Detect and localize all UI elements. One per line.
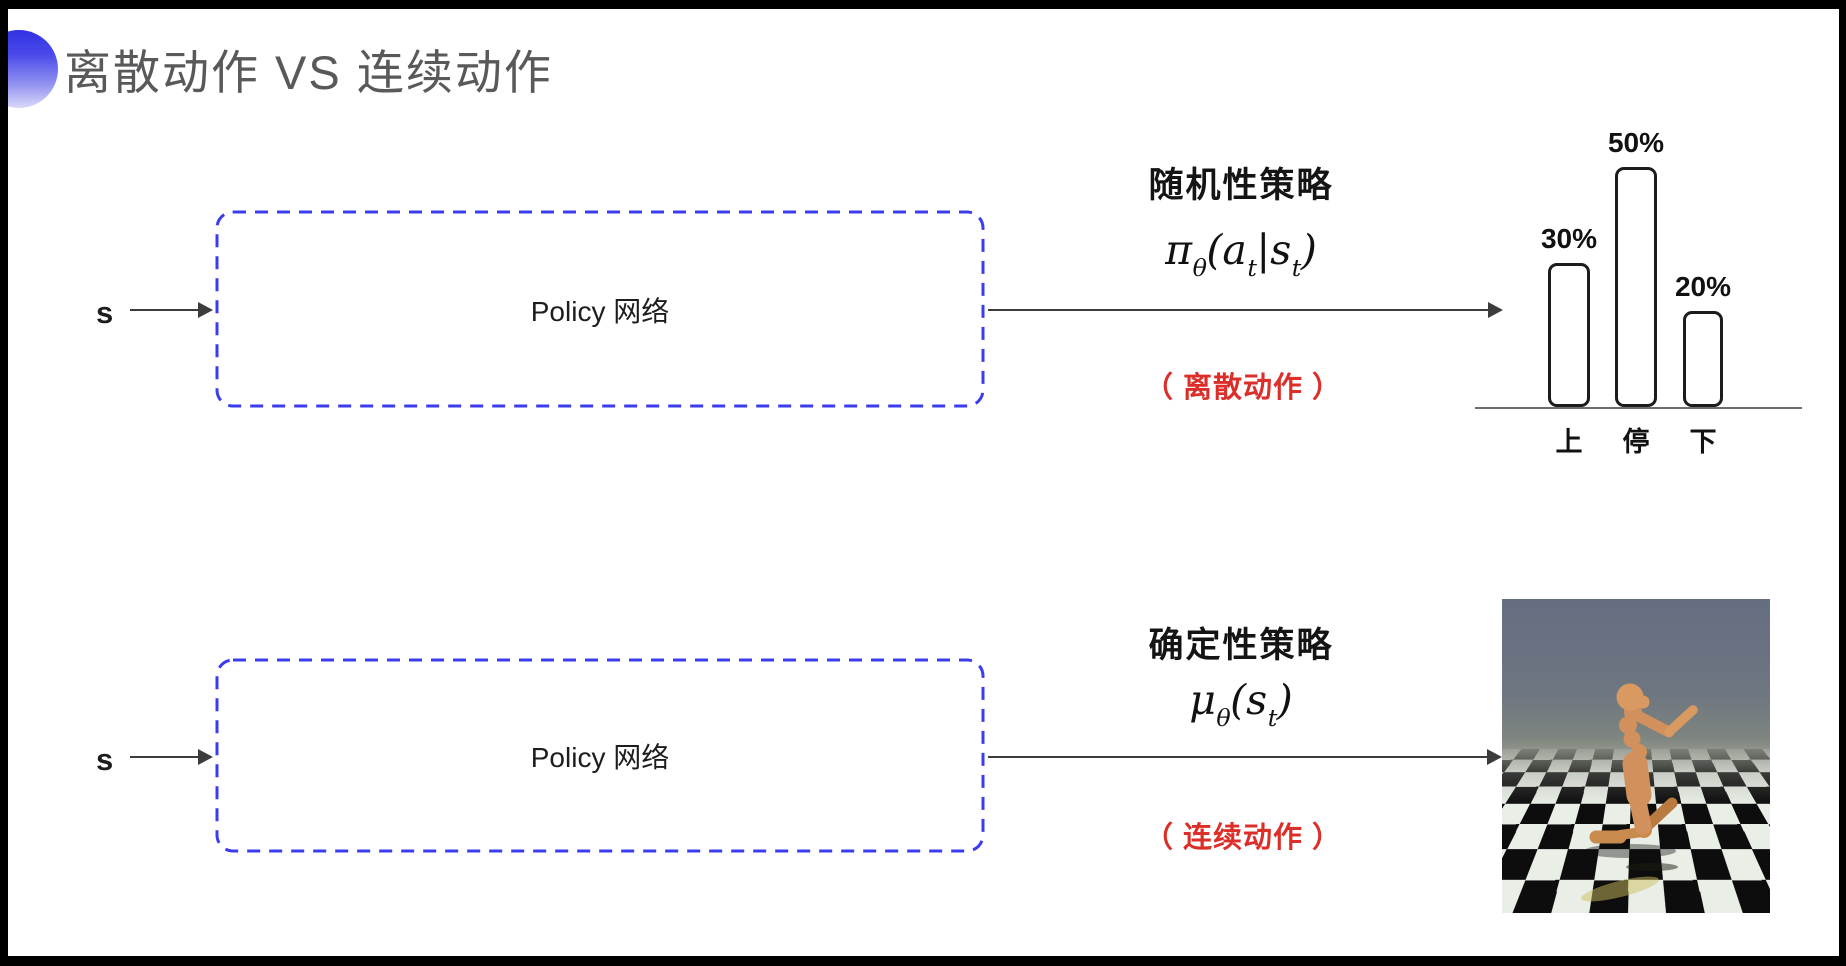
chart-bar-down bbox=[1683, 311, 1723, 407]
formula-state-arg: s bbox=[1246, 676, 1268, 724]
output-arrow-top bbox=[988, 302, 1503, 318]
policy-network-box-top bbox=[215, 210, 985, 408]
chart-value-label-up: 30% bbox=[1540, 223, 1598, 254]
page-title: 离散动作 VS 连续动作 bbox=[64, 46, 553, 99]
stochastic-policy-name: 随机性策略 bbox=[1148, 166, 1334, 205]
policy-network-label-bottom: Policy 网络 bbox=[530, 742, 670, 773]
formula-state-subscript: t bbox=[1267, 704, 1278, 733]
humanoid-robot-image bbox=[1502, 599, 1770, 913]
formula-open-paren: ( bbox=[1230, 676, 1247, 724]
letterbox-bottom bbox=[0, 956, 1846, 966]
formula-close-paren: ) bbox=[1276, 676, 1293, 724]
chart-value-label-down: 20% bbox=[1674, 271, 1732, 302]
formula-symbol-subscript: θ bbox=[1216, 704, 1231, 733]
deterministic-policy-name: 确定性策略 bbox=[1148, 626, 1334, 665]
output-arrow-bottom bbox=[988, 749, 1502, 765]
chart-category-up: 上 bbox=[1555, 427, 1583, 457]
continuous-action-note: （ 连续动作 ） bbox=[1143, 822, 1343, 854]
slide-bullet-sphere bbox=[0, 30, 58, 108]
formula-open-paren: ( bbox=[1206, 226, 1223, 274]
formula-action-arg: a bbox=[1222, 226, 1247, 274]
state-input-label-bottom: s bbox=[96, 742, 114, 777]
chart-value-label-stop: 50% bbox=[1607, 127, 1665, 158]
policy-network-label-top: Policy 网络 bbox=[530, 296, 670, 327]
policy-network-box-bottom bbox=[215, 658, 985, 853]
formula-symbol: π bbox=[1165, 226, 1193, 274]
formula-state-subscript: t bbox=[1291, 254, 1302, 283]
deterministic-policy-formula: μθ(st) bbox=[1189, 676, 1293, 733]
formula-conditional-bar: | bbox=[1256, 226, 1271, 274]
chart-category-stop: 停 bbox=[1622, 427, 1650, 457]
state-input-label-top: s bbox=[96, 295, 114, 330]
input-arrow-top bbox=[130, 302, 213, 318]
formula-state-arg: s bbox=[1270, 226, 1292, 274]
formula-symbol-subscript: θ bbox=[1192, 254, 1207, 283]
formula-action-subscript: t bbox=[1247, 254, 1257, 283]
chart-bar-stop bbox=[1615, 167, 1657, 407]
formula-symbol: μ bbox=[1189, 676, 1216, 724]
input-arrow-bottom bbox=[130, 749, 213, 765]
formula-close-paren: ) bbox=[1300, 226, 1317, 274]
letterbox-right bbox=[1839, 0, 1846, 966]
chart-category-down: 下 bbox=[1689, 427, 1717, 457]
discrete-action-note: （ 离散动作 ） bbox=[1143, 372, 1343, 404]
chart-baseline bbox=[1475, 407, 1802, 409]
stochastic-policy-formula: πθ(at|st) bbox=[1165, 226, 1317, 283]
humanoid-figure bbox=[1581, 683, 1698, 902]
chart-bar-up bbox=[1548, 263, 1590, 407]
letterbox-left bbox=[0, 0, 8, 966]
letterbox-top bbox=[0, 0, 1846, 9]
